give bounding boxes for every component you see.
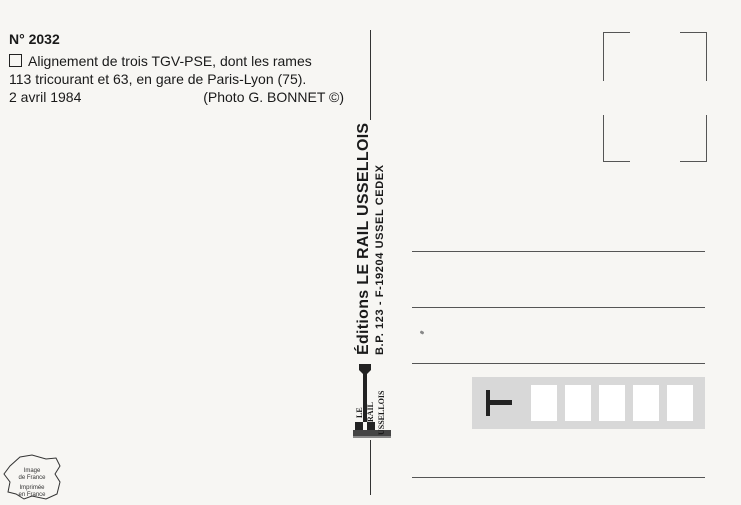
logo-text-le: LE — [355, 407, 364, 418]
badge-line-3: Imprimée — [19, 485, 45, 491]
france-map-icon — [3, 454, 61, 500]
rail-ussellois-logo: LE RAIL USSELLOIS — [350, 360, 395, 440]
image-de-france-badge: Image de France Imprimée en France — [2, 454, 64, 500]
checkbox-icon — [9, 54, 22, 67]
caption-line-2: 113 tricourant et 63, en gare de Paris-L… — [9, 71, 307, 87]
postcode-box-2 — [565, 385, 591, 421]
caption-line-1: Alignement de trois TGV-PSE, dont les ra… — [9, 52, 344, 70]
postcode-box-1 — [531, 385, 557, 421]
publisher-block: Éditions LE RAIL USSELLOIS B.P. 123 - F-… — [355, 123, 386, 355]
caption-block: Alignement de trois TGV-PSE, dont les ra… — [9, 52, 344, 106]
address-line-1 — [412, 251, 705, 252]
badge-line-2: de France — [18, 475, 46, 481]
center-divider-top — [370, 30, 371, 120]
dateline: 2 avril 1984 (Photo G. BONNET ©) — [9, 88, 344, 106]
paper-speck — [419, 330, 425, 335]
logo-text-rail: RAIL — [366, 401, 375, 422]
logo-text-ussellois: USSELLOIS — [377, 390, 386, 435]
publisher-address: B.P. 123 - F-19204 USSEL CEDEX — [374, 164, 386, 355]
photo-credit: (Photo G. BONNET ©) — [203, 89, 344, 105]
postcode-box-5 — [667, 385, 693, 421]
photo-date: 2 avril 1984 — [9, 89, 82, 105]
card-number: N° 2032 — [9, 31, 60, 47]
badge-line-1: Image — [23, 468, 41, 474]
postcode-t-mark — [486, 390, 512, 416]
badge-line-4: en France — [18, 492, 46, 498]
address-line-2 — [412, 307, 705, 308]
postcode-band — [472, 377, 705, 429]
postcode-box-3 — [599, 385, 625, 421]
caption-line-1-text: Alignement de trois TGV-PSE, dont les ra… — [28, 53, 312, 69]
postcode-box-4 — [633, 385, 659, 421]
stamp-area — [603, 32, 707, 162]
rail-profile-icon — [353, 364, 391, 438]
address-line-4 — [412, 477, 705, 478]
address-line-3 — [412, 363, 705, 364]
center-divider-bottom — [370, 440, 371, 495]
publisher-name: Éditions LE RAIL USSELLOIS — [355, 122, 372, 355]
